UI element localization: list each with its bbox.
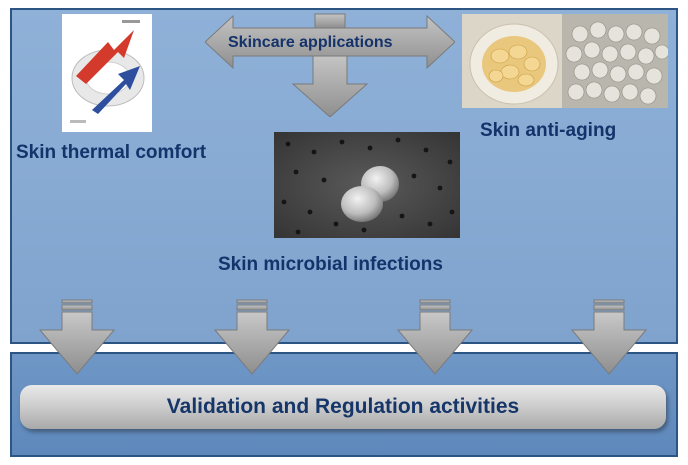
down-arrow [396,299,474,375]
microbe-micrograph [274,132,460,238]
capsules-photo [462,14,668,108]
validation-bar: Validation and Regulation activities [20,385,666,429]
microbe-image [274,132,460,238]
down-arrow [213,299,291,375]
microbial-label: Skin microbial infections [218,254,443,275]
thermal-label: Skin thermal comfort [16,142,207,163]
down-arrow [570,299,648,375]
thermal-comfort-icon [70,20,145,123]
center-label: Skincare applications [228,34,393,51]
validation-label: Validation and Regulation activities [166,395,520,418]
capsules-image [462,14,668,108]
four-way-arrow [205,13,455,117]
antiaging-label: Skin anti-aging [480,120,617,141]
thermal-comfort-image [62,14,152,132]
down-arrow [38,299,116,375]
